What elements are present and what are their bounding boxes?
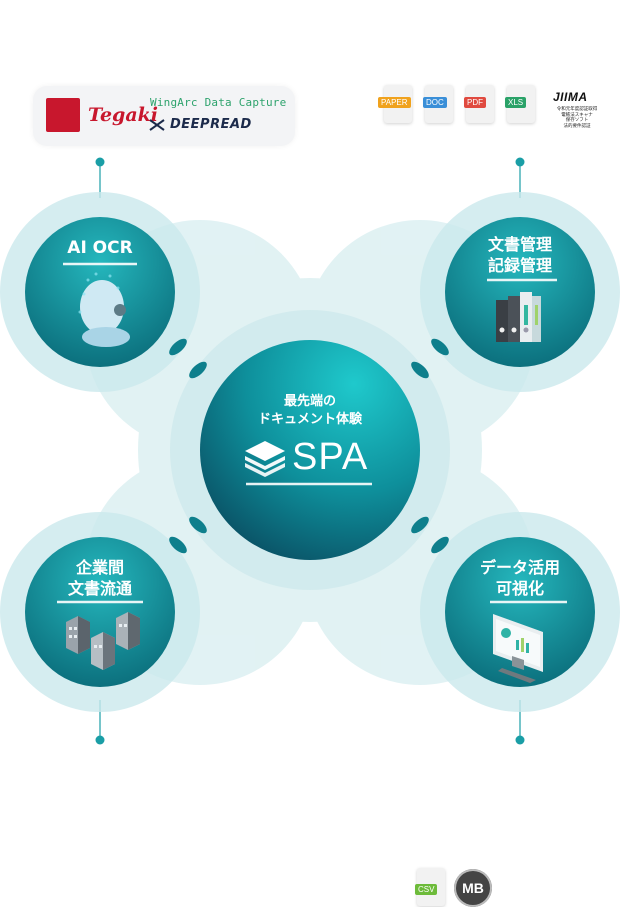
deepread-logo: DEEPREAD — [170, 117, 252, 132]
tegaki-logo: Tegaki — [88, 104, 159, 126]
connector-dot — [515, 735, 525, 745]
wingarc-logo: WingArc Data Capture — [150, 96, 287, 109]
node-circle-b2b — [25, 537, 175, 687]
spa-logo-icon — [245, 441, 285, 477]
center-tagline: 最先端の ドキュメント体験 — [257, 394, 362, 427]
deepread-drone-icon — [148, 117, 166, 131]
binders-icon — [496, 292, 541, 342]
jiima-logo: JIIMA — [553, 90, 588, 104]
spa-brand: SPA — [292, 436, 369, 478]
connector-dot — [95, 157, 105, 167]
jiima-caption: 令和元年度認証取得 電帳法スキャナ 保存ソフト 法的要件認証 — [556, 107, 598, 129]
node-label-ai-ocr: AI OCR — [67, 238, 133, 258]
mb-logo: MB — [454, 869, 492, 907]
monitor-chart-icon — [493, 614, 543, 683]
node-label-doc-mgmt: 文書管理 記録管理 — [487, 235, 552, 275]
doc-file-icon: DOC — [423, 85, 453, 123]
connector-dot — [515, 157, 525, 167]
paper-file-icon: PAPER — [378, 85, 412, 123]
node-label-b2b: 企業間 文書流通 — [67, 558, 132, 598]
robot-head-icon — [78, 272, 130, 347]
csv-file-icon: CSV — [415, 868, 445, 906]
connector-dot — [95, 735, 105, 745]
center-circle — [200, 340, 420, 560]
node-label-data-viz: データ活用 可視化 — [479, 558, 560, 598]
pdf-file-icon: PDF — [464, 85, 494, 123]
wave-arcs — [169, 338, 449, 554]
node-circle-data-viz — [445, 537, 595, 687]
buildings-icon — [66, 612, 140, 670]
xls-file-icon: XLS — [505, 85, 535, 123]
tegaki-mark-icon — [46, 98, 80, 132]
